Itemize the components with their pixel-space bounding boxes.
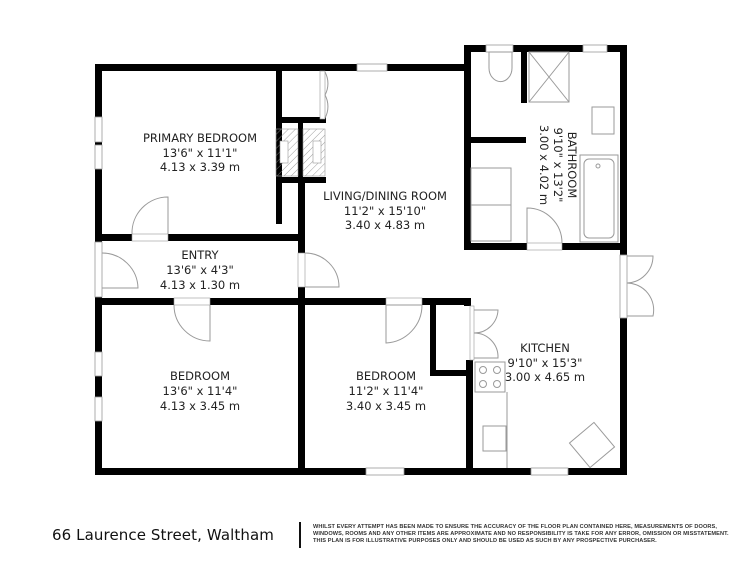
svg-text:PRIMARY BEDROOM: PRIMARY BEDROOM [143,131,257,145]
property-address: 66 Laurence Street, Waltham [52,526,274,544]
shower-icon [528,51,570,103]
svg-text:3.40 x 4.83 m: 3.40 x 4.83 m [345,218,425,232]
svg-text:3.00 x 4.02 m: 3.00 x 4.02 m [537,125,551,205]
svg-text:11'2" x 15'10": 11'2" x 15'10" [344,204,426,218]
room-label-kitchen: KITCHEN 9'10" x 15'3" 3.00 x 4.65 m [505,341,585,384]
room-label-bedroom-2: BEDROOM 11'2" x 11'4" 3.40 x 3.45 m [346,369,426,413]
svg-text:4.13 x 3.45 m: 4.13 x 3.45 m [160,399,240,413]
svg-text:13'6" x 11'4": 13'6" x 11'4" [163,384,238,398]
footer-divider [299,522,301,548]
svg-text:3.40 x 3.45 m: 3.40 x 3.45 m [346,399,426,413]
room-label-living-dining: LIVING/DINING ROOM 11'2" x 15'10" 3.40 x… [323,189,447,232]
room-label-primary-bedroom: PRIMARY BEDROOM 13'6" x 11'1" 4.13 x 3.3… [143,131,257,174]
svg-text:KITCHEN: KITCHEN [520,341,570,355]
bathroom-sink-icon [591,106,615,135]
svg-text:4.13 x 1.30 m: 4.13 x 1.30 m [160,278,240,292]
svg-text:9'10" x 15'3": 9'10" x 15'3" [508,356,583,370]
disclaimer-text: Whilst every attempt has been made to en… [313,524,729,544]
doors [101,70,655,361]
svg-text:3.00 x 4.65 m: 3.00 x 4.65 m [505,370,585,384]
footer: 66 Laurence Street, Waltham Whilst every… [0,515,749,555]
bathtub-icon [579,154,619,243]
svg-text:9'10" x 13'2": 9'10" x 13'2" [551,128,565,203]
kitchen-sink-icon [482,425,507,452]
svg-text:BEDROOM: BEDROOM [356,369,416,383]
room-label-bathroom: BATHROOM 9'10" x 13'2" 3.00 x 4.02 m [537,125,579,205]
svg-text:11'2" x 11'4": 11'2" x 11'4" [349,384,424,398]
room-label-entry: ENTRY 13'6" x 4'3" 4.13 x 1.30 m [160,248,240,292]
svg-text:ENTRY: ENTRY [181,248,219,262]
svg-text:BEDROOM: BEDROOM [170,369,230,383]
stove-icon [474,361,506,393]
toilet-icon [488,51,513,83]
windows [94,44,628,476]
svg-text:13'6" x 11'1": 13'6" x 11'1" [163,146,238,160]
svg-text:BATHROOM: BATHROOM [565,132,579,199]
kitchen-table-icon [568,421,616,469]
svg-text:13'6" x 4'3": 13'6" x 4'3" [166,263,234,277]
fixtures [275,51,619,469]
room-label-bedroom-1: BEDROOM 13'6" x 11'4" 4.13 x 3.45 m [160,369,240,413]
svg-text:4.13 x 3.39 m: 4.13 x 3.39 m [160,160,240,174]
svg-text:LIVING/DINING ROOM: LIVING/DINING ROOM [323,189,447,203]
